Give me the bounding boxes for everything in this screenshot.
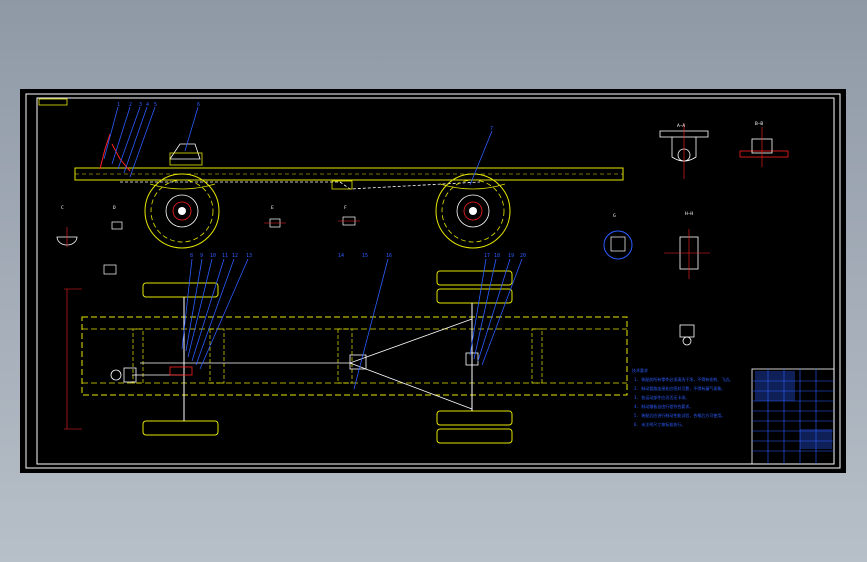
note-line-6: 6. 未注明尺寸按标准执行。 <box>634 421 685 427</box>
notes-heading: 技术要求 <box>632 367 648 373</box>
callout-plan-13: 13 <box>246 253 252 259</box>
outer-frame <box>25 93 841 469</box>
note-line-1: 1. 装配前所有零件必须清洗干净，不得有毛刺、飞边。 <box>634 376 733 382</box>
callout-plan-14: 14 <box>338 253 344 259</box>
callout-plan-16: 16 <box>386 253 392 259</box>
callout-top-3: 3 <box>139 102 142 108</box>
technical-notes: 技术要求 1. 装配前所有零件必须清洗干净，不得有毛刺、飞边。 2. 制动管路连… <box>632 367 733 427</box>
note-line-5: 5. 装配后应进行制动性能试验，合格后方可使用。 <box>634 412 725 418</box>
wheel-front-left <box>142 282 219 298</box>
callout-plan-8: 8 <box>190 253 193 259</box>
section-label-a: A—A <box>677 123 685 129</box>
note-line-2: 2. 制动管路连接处应密封可靠，不得有漏气现象。 <box>634 385 725 391</box>
wheel-rear-right-outer <box>436 428 513 444</box>
callout-plan-20: 20 <box>520 253 526 259</box>
callout-top-1: 1 <box>117 102 120 108</box>
callout-top-5: 5 <box>154 102 157 108</box>
callout-top-2: 2 <box>129 102 132 108</box>
section-label-b: B—B <box>755 121 763 127</box>
plan-view: 8 9 10 11 12 13 14 15 16 17 18 19 20 <box>64 253 628 444</box>
section-label-d: D <box>113 205 116 211</box>
drawing-stamp <box>38 98 68 106</box>
rear-wheel <box>435 173 511 249</box>
callout-plan-18: 18 <box>494 253 500 259</box>
section-label-h: H—H <box>685 211 693 217</box>
title-block <box>751 368 835 465</box>
callout-top-7: 7 <box>490 126 493 132</box>
section-label-g: G <box>613 213 616 219</box>
detail-symbols <box>56 216 633 275</box>
cad-viewport[interactable]: 1 2 3 4 5 6 7 C D E F G <box>20 89 846 473</box>
inner-frame <box>36 97 835 465</box>
section-label-e: E <box>271 205 274 211</box>
wheel-rear-left-inner <box>436 288 513 304</box>
note-line-4: 4. 制动踏板自由行程符合要求。 <box>634 403 693 409</box>
wheel-front-right <box>142 420 219 436</box>
callout-plan-17: 17 <box>484 253 490 259</box>
callout-top-6: 6 <box>197 102 200 108</box>
callout-plan-10: 10 <box>210 253 216 259</box>
wheel-rear-left-outer <box>436 270 513 286</box>
callout-plan-15: 15 <box>362 253 368 259</box>
section-label-f: F <box>344 205 347 211</box>
section-label-c: C <box>61 205 64 211</box>
callout-plan-11: 11 <box>222 253 228 259</box>
callout-plan-12: 12 <box>232 253 238 259</box>
note-line-3: 3. 各运动部件应灵活无卡滞。 <box>634 394 689 400</box>
callout-top-4: 4 <box>146 102 149 108</box>
callout-plan-9: 9 <box>200 253 203 259</box>
chassis-outline <box>81 316 628 396</box>
brake-system-assembly-drawing: 1 2 3 4 5 6 7 C D E F G <box>25 93 841 469</box>
callout-plan-19: 19 <box>508 253 514 259</box>
detail-views <box>659 123 789 346</box>
side-view: 1 2 3 4 5 6 7 <box>74 102 624 249</box>
front-wheel <box>144 173 220 249</box>
wheel-rear-right-inner <box>436 410 513 426</box>
